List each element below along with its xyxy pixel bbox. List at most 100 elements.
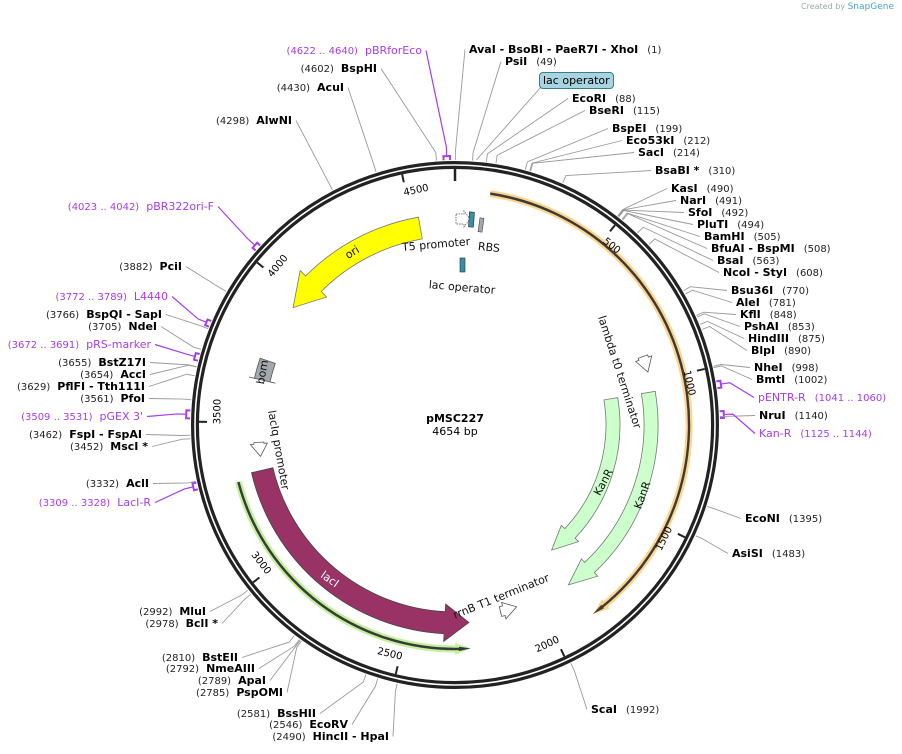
restriction-site-label[interactable]: (3561)PfoI <box>80 392 145 406</box>
lac-operator-box[interactable] <box>459 257 466 273</box>
restriction-site-label[interactable]: (3766)BspQI - SapI <box>46 308 162 322</box>
restriction-site-label[interactable]: (3654)AccI <box>80 368 146 382</box>
restriction-site-label[interactable]: BmtI(1002) <box>756 373 827 387</box>
restriction-site-label[interactable]: BsaBI *(310) <box>655 164 735 178</box>
rbs-box[interactable] <box>477 217 485 233</box>
restriction-site-label[interactable]: ScaI (1992) <box>591 703 659 717</box>
primer-mark[interactable] <box>719 409 725 420</box>
primer-label[interactable]: (3772 .. 3789)L4440 <box>55 290 168 304</box>
restriction-site-label[interactable]: PluTI(494) <box>697 218 764 232</box>
lac-operator-connector <box>476 86 542 161</box>
restriction-site-label[interactable]: NruI(1140) <box>759 409 828 423</box>
primer-label[interactable]: Kan-R(1125 .. 1144) <box>759 427 872 441</box>
restriction-site-label[interactable]: (3882)PciI <box>119 260 182 274</box>
restriction-site-label[interactable]: AsiSI(1483) <box>732 547 805 561</box>
lac-operator-badge[interactable]: lac operator <box>539 72 614 89</box>
restriction-site-label[interactable]: (2992)MluI <box>139 605 206 619</box>
restriction-site-label[interactable]: BlpI(890) <box>751 344 811 358</box>
restriction-site-label[interactable]: (2785)PspOMI <box>196 686 283 700</box>
restriction-site-label[interactable]: NheI(998) <box>754 361 818 375</box>
cut-position: (214) <box>672 148 700 159</box>
restriction-site-label[interactable]: BamHI(505) <box>704 230 780 244</box>
cut-position: (1992) <box>625 705 660 716</box>
primer-mark[interactable] <box>251 241 261 252</box>
snapgene-branding: Created by SnapGene <box>801 2 894 12</box>
primer-range: (3309 .. 3328) <box>38 498 111 509</box>
primer-label[interactable]: (3509 .. 3531)pGEX 3' <box>21 410 143 424</box>
primer-label[interactable]: (4622 .. 4640)pBRforEco <box>287 44 422 58</box>
label-connector <box>454 49 466 161</box>
restriction-site-label[interactable]: (3462)FspI - FspAI <box>29 428 142 442</box>
primer-mark[interactable] <box>192 351 200 362</box>
restriction-site-label[interactable]: PshAI(853) <box>744 320 815 334</box>
laciq-promoter-feature[interactable] <box>249 441 269 458</box>
primer-mark[interactable] <box>191 481 199 492</box>
primer-label[interactable]: (4023 .. 4042)pBR322ori-F <box>68 200 214 214</box>
restriction-site-label[interactable]: (3655)BstZ17I <box>58 356 146 370</box>
enzyme-name: PluTI <box>697 218 729 231</box>
restriction-site-label[interactable]: (3705)NdeI <box>88 320 157 334</box>
restriction-site-label[interactable]: HindIII(875) <box>748 332 825 346</box>
enzyme-name: PshAI <box>744 320 779 333</box>
label-connector <box>683 286 728 292</box>
primer-mark[interactable] <box>716 379 723 390</box>
primer-mark[interactable] <box>185 409 191 420</box>
restriction-site-label[interactable]: (4602)BspHI <box>301 62 377 76</box>
restriction-site-label[interactable]: BfuAI - BspMI(508) <box>711 242 831 256</box>
restriction-site-label[interactable]: (3452)MscI * <box>70 440 148 454</box>
restriction-site-label[interactable]: KflI(848) <box>740 308 797 322</box>
restriction-site-label[interactable]: Eco53kI(212) <box>626 134 710 148</box>
primer-mark[interactable] <box>442 155 451 161</box>
kanr-inner-feature[interactable] <box>550 397 621 551</box>
restriction-site-label[interactable]: (4430)AcuI <box>277 81 344 95</box>
restriction-site-label[interactable]: SacI(214) <box>638 146 700 160</box>
tick-mark <box>560 648 566 657</box>
laci-feature[interactable] <box>251 467 470 643</box>
enzyme-name: BsaBI * <box>655 164 700 177</box>
restriction-site-label[interactable]: EcoNI(1395) <box>745 512 822 526</box>
restriction-site-label[interactable]: EcoRI(88) <box>572 92 636 106</box>
tick-mark <box>696 367 706 372</box>
restriction-site-label[interactable]: AleI(781) <box>736 296 796 310</box>
rrnb-t1-terminator-feature[interactable] <box>498 601 518 620</box>
restriction-site-label[interactable]: NarI(491) <box>680 194 742 208</box>
restriction-site-label[interactable]: PsiI(49) <box>505 55 557 69</box>
kanr-outer-feature[interactable] <box>567 390 659 586</box>
small-features <box>455 209 485 273</box>
t5-promoter-label: T5 promoter <box>400 235 471 254</box>
bom-feature[interactable] <box>248 357 276 384</box>
restriction-site-label[interactable]: (2581)BssHII <box>237 707 316 721</box>
restriction-site-label[interactable]: BsaI(563) <box>717 254 779 268</box>
cut-position: (2581) <box>236 709 271 720</box>
enzyme-name: MscI * <box>110 440 148 453</box>
restriction-site-label[interactable]: (4298)AlwNI <box>216 114 292 128</box>
restriction-site-label[interactable]: (2490)HincII - HpaI <box>272 730 389 744</box>
restriction-site-label[interactable]: (3332)AclI <box>86 477 149 491</box>
restriction-site-label[interactable]: AvaI - BsoBI - PaeR7I - XhoI(1) <box>469 43 661 57</box>
restriction-site-label[interactable]: BseRI(115) <box>589 104 660 118</box>
enzyme-name: ScaI <box>591 703 617 716</box>
restriction-site-label[interactable]: BspEI(199) <box>612 122 682 136</box>
t5-promoter-glyph[interactable] <box>455 209 471 229</box>
restriction-site-label[interactable]: (3629)PflFI - Tth111I <box>17 380 145 394</box>
restriction-site-label[interactable]: (2792)NmeAIII <box>166 662 255 676</box>
lambda-t0-terminator-feature[interactable] <box>634 354 653 373</box>
restriction-site-label[interactable]: KasI(490) <box>671 182 733 196</box>
primer-label[interactable]: pENTR-R(1041 .. 1060) <box>758 391 886 405</box>
restriction-site-label[interactable]: (2978)BclI * <box>145 617 218 631</box>
restriction-site-label[interactable]: (2810)BstEII <box>162 651 238 665</box>
restriction-site-label[interactable]: SfoI(492) <box>688 206 748 220</box>
lac-operator-box-top[interactable] <box>468 211 475 228</box>
cut-position: (2792) <box>165 664 200 675</box>
primer-label[interactable]: (3309 .. 3328)LacI-R <box>39 496 151 510</box>
label-connector <box>145 434 191 436</box>
restriction-site-label[interactable]: Bsu36I(770) <box>731 284 809 298</box>
restriction-site-label[interactable]: (2789)ApaI <box>198 674 266 688</box>
ori-feature[interactable] <box>292 216 423 309</box>
primer-mark[interactable] <box>203 318 212 328</box>
cut-position: (505) <box>753 232 781 243</box>
restriction-site-label[interactable]: NcoI - StyI(608) <box>723 266 823 280</box>
tick-label: 2000 <box>534 634 562 655</box>
primer-label[interactable]: (3672 .. 3691)pRS-marker <box>8 338 151 352</box>
restriction-site-label[interactable]: (2546)EcoRV <box>269 718 348 732</box>
